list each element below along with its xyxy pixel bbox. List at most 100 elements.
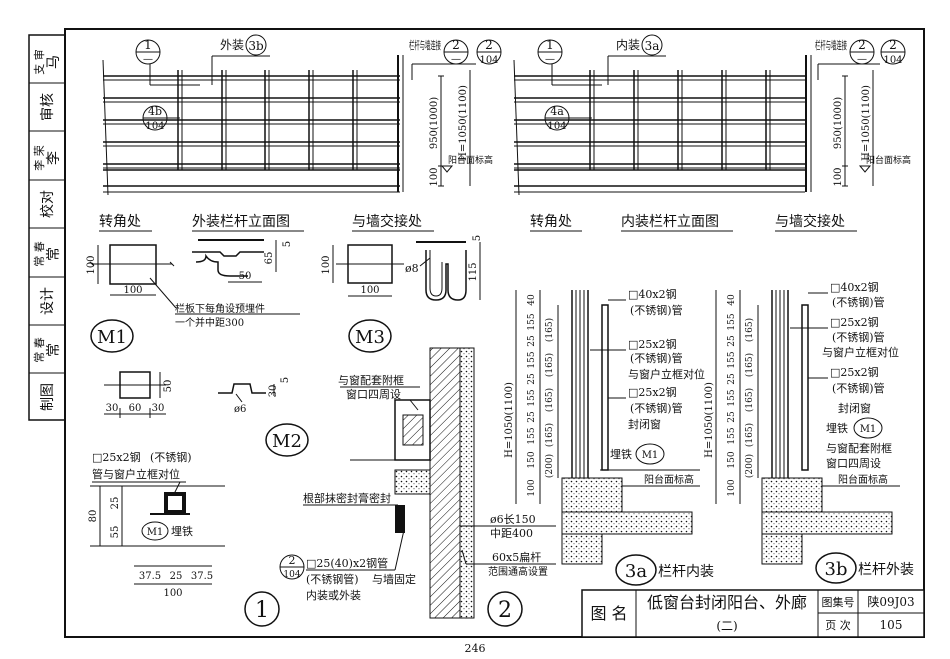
inner-dim-h: H=1050(1100)	[861, 85, 872, 161]
outer-tag-top: 外装	[220, 38, 244, 52]
d2-ref-bot: 104	[283, 570, 300, 580]
embed-m3: 100 100 ø8 115 5 M3	[321, 235, 483, 353]
d2-wall-fix: 与墙固定	[372, 572, 416, 586]
d3b-dim2-4: (200)	[744, 454, 755, 478]
d1-embed-ref: M1	[147, 527, 164, 538]
d3b-pipe2-note: 与窗户立框对位	[822, 345, 899, 359]
m3-label: M3	[355, 327, 385, 348]
inner-floor: 阳台面标高	[866, 154, 911, 166]
m2-dim-5: 5	[280, 377, 291, 383]
d2-anchor2: 中距400	[490, 527, 533, 540]
d3b-dim1-1: 155	[727, 313, 737, 330]
outer-ref3-bot: —	[451, 54, 461, 65]
d2-label: 2	[498, 598, 512, 623]
inner-dim-100: 100	[833, 167, 844, 186]
d2-pipe: □25(40)x2钢管	[306, 556, 388, 570]
approval-role-8: 制图	[40, 383, 56, 411]
tb-page-label: 页 次	[825, 618, 851, 632]
approval-role-3: 李 荣	[32, 145, 46, 171]
m2-dim-30c: 30	[268, 385, 279, 398]
d2-seal: 根部抹密封膏密封	[303, 491, 391, 505]
d3a-dim-col1: 40 155 25 155 25 155 25 155 150 100	[527, 294, 537, 497]
d3a-dim1-9: 100	[527, 479, 537, 496]
inner-ref2-bot: 104	[883, 55, 902, 66]
m1-dim-50: 50	[239, 271, 252, 282]
d3a-pipe2-note: 与窗户立框对位	[628, 367, 705, 381]
d3a-dim1-1: 155	[527, 313, 537, 330]
outer-ref1-top: 1	[144, 38, 152, 52]
approval-role-7: 常 春	[33, 337, 46, 363]
d2-bar1: 60x5扁杆	[492, 550, 541, 564]
d3a-dim1-7: 155	[527, 427, 537, 444]
inner-dim-950: 950(1000)	[833, 97, 844, 149]
outer-floor: 阳台面标高	[448, 154, 493, 166]
embed-m2: 50 30 60 30 ø6 30 5 M2	[104, 371, 309, 457]
d3a-label: 3a	[625, 561, 647, 582]
approval-role-1: 支 审	[32, 49, 46, 75]
outer-dim-h: H=1050(1100)	[458, 85, 469, 161]
d3a-dim2-4: (200)	[544, 454, 555, 478]
detail-3b: H=1050(1100) 40 155 25 155 25 155 25 155…	[704, 281, 914, 584]
d1-dim-375a: 37.5	[139, 571, 161, 582]
d3b-dim2-1: (165)	[744, 353, 755, 377]
outer-wall-label: 与墙交接处	[352, 213, 422, 230]
inner-ref1-bot: —	[545, 54, 555, 65]
inner-ref4-top: 4a	[550, 105, 564, 118]
approval-sign-7: 常	[46, 343, 62, 357]
d1-pipe-mat: (不锈钢)	[150, 451, 192, 464]
d3a-dim2-3: (165)	[544, 423, 555, 447]
tb-title-line2: (二)	[716, 619, 737, 633]
d2-pipe-mat: (不锈钢管)	[306, 572, 359, 586]
inner-elevation-title: 内装栏杆立面图	[621, 214, 719, 230]
inner-railing-wall: 栏杆与墙连接	[815, 38, 847, 52]
d1-label: 1	[255, 598, 269, 623]
d3b-floor: 阳台面标高	[838, 473, 888, 486]
d3a-dim1-6: 25	[527, 411, 537, 423]
detail-3a: H=1050(1100) 40 155 25 155 25 155 25 155…	[504, 288, 714, 586]
d1-dim-25b: 25	[170, 571, 183, 582]
d3b-dim1-5: 155	[727, 389, 737, 406]
d3a-dim1-2: 25	[527, 335, 537, 347]
d3a-title: 栏杆内装	[658, 564, 714, 580]
d1-dim-55: 55	[110, 526, 121, 539]
approval-role-4: 校对	[39, 190, 56, 218]
outer-ref4-bot: 104	[145, 121, 164, 132]
m3-dim-100h: 100	[360, 285, 379, 296]
d3a-dim1-0: 40	[527, 294, 537, 306]
d3b-pipe1: □40x2钢	[830, 281, 879, 294]
d3a-window: 封闭窗	[628, 417, 661, 431]
m1-dim-65: 65	[264, 252, 275, 265]
d3a-pipe3: □25x2钢	[628, 386, 677, 399]
d3a-dim2-1: (165)	[544, 353, 555, 377]
outer-ref4-top: 4b	[148, 105, 162, 118]
d1-dim-100: 100	[163, 588, 182, 599]
tb-page-value: 105	[880, 618, 903, 632]
page-number: 246	[465, 642, 486, 655]
m1-note2: 一个并中距300	[175, 316, 244, 329]
d3b-dim1-0: 40	[727, 294, 737, 306]
outer-dim-950: 950(1000)	[429, 97, 440, 149]
d2-anchor1: ø6长150	[490, 513, 536, 526]
d3b-dim2-0: (165)	[744, 318, 755, 342]
d3a-dim1-5: 155	[527, 389, 537, 406]
tb-atlas-value: 陕09J03	[867, 594, 914, 609]
inner-ref3-bot: —	[857, 54, 867, 65]
m1-dim-100v: 100	[86, 255, 97, 274]
outer-ref2-top: 2	[485, 38, 493, 52]
d3a-dim-h: H=1050(1100)	[504, 382, 515, 458]
m3-dim-100v: 100	[321, 255, 332, 274]
inner-ref2-top: 2	[889, 38, 897, 52]
m2-dim-60: 60	[129, 403, 142, 414]
approval-role-2: 审核	[40, 93, 56, 121]
d3b-pipe3: □25x2钢	[830, 366, 879, 379]
d3a-dim1-4: 25	[527, 373, 537, 385]
inner-wall-label: 与墙交接处	[775, 213, 845, 230]
d3b-pipe3-mat: (不锈钢)管	[832, 381, 885, 395]
tb-atlas-label: 图集号	[822, 595, 855, 609]
d3b-dim-col2: (165) (165) (165) (165) (200)	[744, 318, 755, 478]
outer-dim-100: 100	[429, 167, 440, 186]
d2-mount: 内装或外装	[306, 588, 361, 602]
d2-bar2: 范围通高设置	[488, 565, 548, 578]
m1-dim-100h: 100	[123, 285, 142, 296]
